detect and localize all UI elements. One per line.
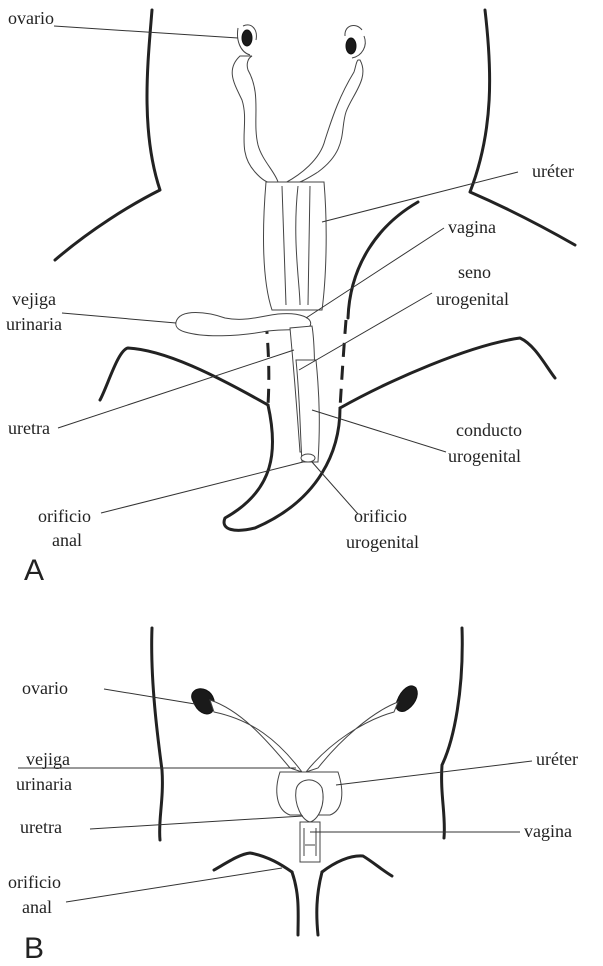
body-outline-right-b [442, 628, 463, 838]
leader-conducto-a [312, 410, 446, 452]
label-seno-1-a: seno [458, 262, 491, 282]
leader-vejiga-a [62, 313, 176, 323]
panel-b: ovario vejiga urinaria uréter uretra vag… [8, 628, 578, 965]
label-orif-anal-2-b: anal [22, 897, 52, 917]
label-orif-anal-2-a: anal [52, 530, 82, 550]
label-uretra-a: uretra [8, 418, 50, 438]
label-ureter-a: uréter [532, 161, 574, 181]
leader-uretra-b [90, 816, 303, 829]
leader-ovario-b [104, 689, 195, 704]
leader-orif-ug-a [312, 462, 358, 514]
tail-right-b [317, 872, 322, 935]
hindlimb-right-b [322, 856, 392, 876]
oviduct-right-b [306, 702, 398, 772]
label-vejiga-1-b: vejiga [26, 749, 70, 769]
label-ovario-b: ovario [22, 678, 68, 698]
leader-ovario-a [54, 26, 238, 38]
label-vagina-b: vagina [524, 821, 572, 841]
body-outline-right-a [470, 10, 575, 245]
ovary-right-b [396, 686, 417, 711]
bladder-b [296, 780, 323, 822]
uterus-a [264, 182, 327, 310]
ovary-right-a [346, 38, 356, 54]
label-vejiga-1-a: vejiga [12, 289, 56, 309]
label-seno-2-a: urogenital [436, 289, 509, 309]
body-outline-left-b [152, 628, 163, 840]
panel-letter-a: A [24, 554, 44, 587]
leader-orif-anal-b [66, 868, 282, 902]
left-outline-upper-a [348, 202, 418, 318]
oviduct-right-a [285, 60, 363, 184]
label-orif-ug-2-a: urogenital [346, 532, 419, 552]
oviduct-left-b [210, 700, 302, 772]
leader-uretra-a [58, 350, 294, 428]
oviduct-left-a [232, 56, 278, 183]
label-orif-anal-1-b: orificio [8, 872, 61, 892]
leader-ureter-b [336, 761, 532, 785]
dashed-left-a [266, 320, 269, 405]
body-outline-left-a [55, 10, 160, 260]
ovary-left-a [242, 30, 252, 46]
label-conducto-1-a: conducto [456, 420, 522, 440]
hindlimb-right-a [340, 338, 555, 408]
hindlimb-left-a [100, 348, 268, 405]
label-orif-ug-1-a: orificio [354, 506, 407, 526]
urogenital-opening-a [301, 454, 315, 462]
panel-letter-b: B [24, 932, 44, 965]
tail-left-b [292, 872, 298, 935]
leader-ureter-a [322, 172, 518, 222]
label-vagina-a: vagina [448, 217, 496, 237]
dashed-right-a [340, 320, 346, 408]
label-uretra-b: uretra [20, 817, 62, 837]
urethra-b [300, 822, 320, 862]
label-ovario-a: ovario [8, 8, 54, 28]
label-ureter-b: uréter [536, 749, 578, 769]
label-conducto-2-a: urogenital [448, 446, 521, 466]
label-vejiga-2-b: urinaria [16, 774, 72, 794]
label-vejiga-2-a: urinaria [6, 314, 62, 334]
leader-orif-anal-a [101, 462, 303, 513]
label-orif-anal-1-a: orificio [38, 506, 91, 526]
hindlimb-left-b [214, 853, 292, 872]
panel-a: ovario uréter vagina seno urogenital vej… [6, 8, 575, 587]
